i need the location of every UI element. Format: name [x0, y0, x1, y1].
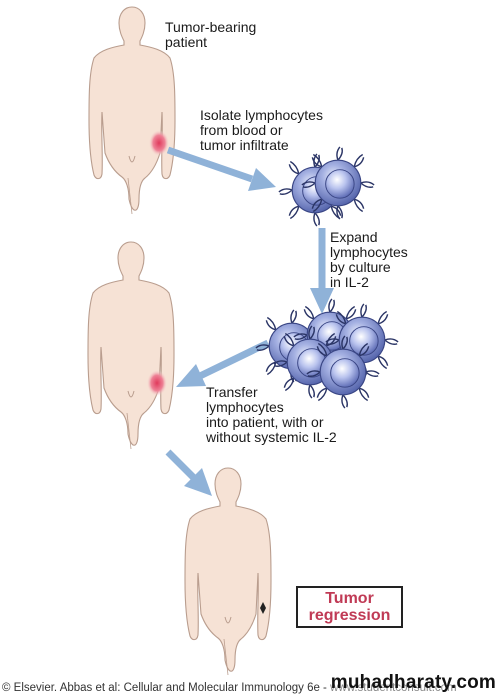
site-watermark: muhadharaty.com [330, 672, 496, 693]
patient-figure-3 [184, 467, 272, 676]
patient-label: Tumor-bearing patient [165, 19, 257, 50]
arrow-expand [310, 228, 334, 314]
transfer-step-label: Transfer lymphocytes into patient, with … [206, 384, 337, 445]
arrow-transfer [176, 339, 270, 387]
arrow-isolate [166, 146, 276, 191]
source-url: www.studentconsult.com [326, 682, 457, 694]
patient-figure-1 [88, 6, 176, 215]
regressed-tumor-mark [260, 602, 266, 614]
tumor-mark [147, 370, 167, 396]
isolated-lymphocytes [278, 146, 375, 227]
expand-step-label: Expand lymphocytes by culture in IL-2 [330, 229, 408, 290]
copyright-text: © Elsevier. Abbas et al: Cellular and Mo… [2, 682, 327, 694]
tumor-regression-label: Tumor regression [308, 590, 391, 624]
tumor-mark [149, 130, 169, 156]
isolate-step-label: Isolate lymphocytes from blood or tumor … [200, 107, 323, 153]
arrow-regression [165, 449, 212, 496]
copyright-credit: © Elsevier. Abbas et al: Cellular and Mo… [2, 682, 457, 694]
patient-figure-2 [87, 241, 175, 450]
tumor-regression-box: Tumor regression [296, 586, 403, 628]
